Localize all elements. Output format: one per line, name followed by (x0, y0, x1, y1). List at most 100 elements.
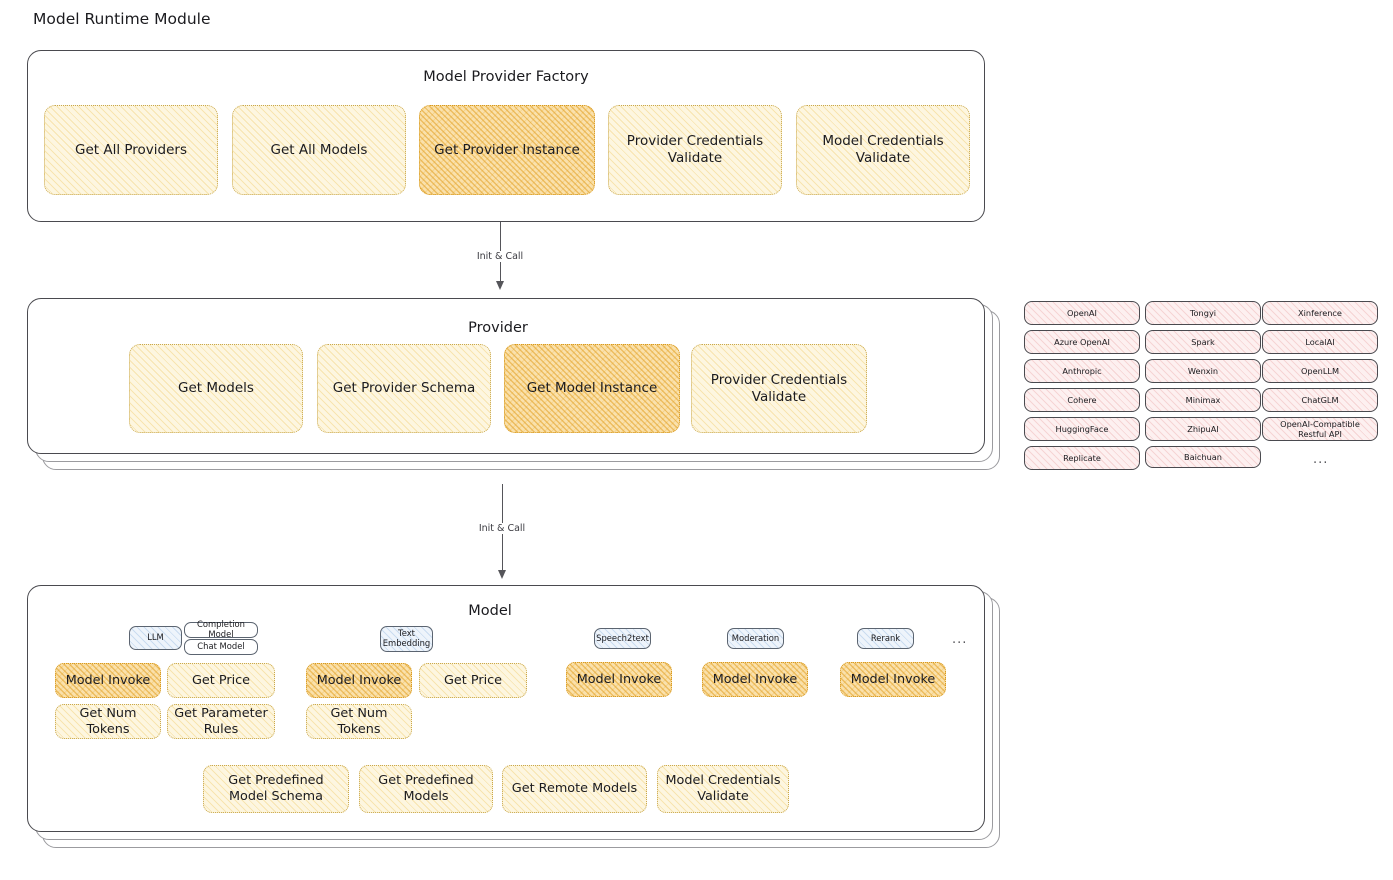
provider-chip-baichuan[interactable]: Baichuan (1145, 446, 1261, 468)
model-box-label: Model Invoke (576, 671, 662, 687)
speech2text-box-model-invoke[interactable]: Model Invoke (566, 662, 672, 697)
model-type-badge-speech2text[interactable]: Speech2text (594, 628, 651, 649)
factory-box-label: Get Provider Instance (434, 141, 580, 158)
model-box-label: Get Predefined Model Schema (228, 773, 324, 804)
provider-chip-label: Cohere (1067, 394, 1097, 405)
model-common-box-get-remote-models[interactable]: Get Remote Models (502, 765, 647, 813)
provider-chip-chatglm[interactable]: ChatGLM (1262, 388, 1378, 412)
provider-box-get-provider-schema[interactable]: Get Provider Schema (317, 344, 491, 433)
model-box-label: Model Invoke (850, 671, 936, 687)
provider-chip-label: Azure OpenAI (1054, 336, 1110, 347)
provider-chip-minimax[interactable]: Minimax (1145, 388, 1261, 412)
model-common-box-get-predefined-models[interactable]: Get Predefined Models (359, 765, 493, 813)
text-embedding-box-model-invoke[interactable]: Model Invoke (306, 663, 412, 698)
arrow-provider-to-model-label: Init & Call (474, 523, 530, 534)
provider-chip-spark[interactable]: Spark (1145, 330, 1261, 354)
model-box-label: Get Price (443, 672, 503, 688)
provider-list-more: ... (1313, 452, 1329, 467)
model-box-label: Get Price (191, 672, 251, 688)
model-common-box-model-credentials-validate[interactable]: Model Credentials Validate (657, 765, 789, 813)
model-type-badge-llm[interactable]: LLM (129, 626, 182, 650)
factory-box-label: Provider Credentials Validate (626, 133, 764, 166)
provider-chip-openllm[interactable]: OpenLLM (1262, 359, 1378, 383)
factory-box-get-provider-instance[interactable]: Get Provider Instance (419, 105, 595, 195)
provider-box-get-models[interactable]: Get Models (129, 344, 303, 433)
llm-box-get-parameter-rules[interactable]: Get Parameter Rules (167, 704, 275, 739)
provider-chip-label: Baichuan (1184, 451, 1222, 462)
arrow-factory-to-provider-label: Init & Call (472, 251, 528, 262)
provider-chip-label: ChatGLM (1301, 394, 1339, 405)
provider-box-label: Get Provider Schema (332, 380, 476, 397)
provider-chip-label: Spark (1191, 336, 1215, 347)
factory-box-label: Model Credentials Validate (822, 133, 944, 166)
model-subtype-badge-chat-model[interactable]: Chat Model (184, 639, 258, 655)
arrow-provider-to-model-head (498, 570, 506, 579)
provider-chip-zhipuai[interactable]: ZhipuAI (1145, 417, 1261, 441)
model-box-label: Get Parameter Rules (174, 705, 268, 737)
provider-box-provider-credentials-validate[interactable]: Provider Credentials Validate (691, 344, 867, 433)
model-box-label: Get Predefined Models (378, 773, 474, 804)
model-provider-factory-title: Model Provider Factory (423, 69, 589, 85)
provider-title: Provider (468, 320, 528, 336)
provider-chip-anthropic[interactable]: Anthropic (1024, 359, 1140, 383)
text-embedding-box-get-num-tokens[interactable]: Get Num Tokens (306, 704, 412, 739)
model-common-box-get-predefined-model-schema[interactable]: Get Predefined Model Schema (203, 765, 349, 813)
llm-box-get-price[interactable]: Get Price (167, 663, 275, 698)
provider-chip-label: OpenAI (1067, 307, 1097, 318)
model-type-badge-text-embedding[interactable]: Text Embedding (380, 626, 433, 652)
moderation-box-model-invoke[interactable]: Model Invoke (702, 662, 808, 697)
factory-box-label: Get All Models (270, 141, 368, 158)
provider-chip-label: Wenxin (1187, 365, 1219, 376)
provider-chip-wenxin[interactable]: Wenxin (1145, 359, 1261, 383)
factory-box-get-all-providers[interactable]: Get All Providers (44, 105, 218, 195)
provider-chip-label: Minimax (1185, 394, 1221, 405)
factory-box-label: Get All Providers (75, 141, 187, 158)
llm-box-get-num-tokens[interactable]: Get Num Tokens (55, 704, 161, 739)
rerank-box-model-invoke[interactable]: Model Invoke (840, 662, 946, 697)
llm-box-model-invoke[interactable]: Model Invoke (55, 663, 161, 698)
model-box-label: Model Invoke (712, 671, 798, 687)
provider-chip-openai[interactable]: OpenAI (1024, 301, 1140, 325)
model-type-label: Text Embedding (382, 628, 431, 648)
arrow-factory-to-provider-head (496, 281, 504, 290)
provider-box-label: Get Models (178, 380, 254, 397)
provider-chip-label: Replicate (1063, 452, 1101, 463)
model-type-label: LLM (147, 632, 164, 643)
provider-chip-localai[interactable]: LocalAI (1262, 330, 1378, 354)
model-type-badge-moderation[interactable]: Moderation (727, 628, 784, 649)
model-subtype-label: Chat Model (197, 641, 245, 652)
model-type-label: Speech2text (596, 632, 649, 643)
model-subtype-badge-completion-model[interactable]: Completion Model (184, 619, 258, 639)
provider-chip-tongyi[interactable]: Tongyi (1145, 301, 1261, 325)
provider-chip-replicate[interactable]: Replicate (1024, 446, 1140, 470)
provider-chip-label: HuggingFace (1055, 423, 1109, 434)
model-box-label: Get Remote Models (511, 781, 638, 796)
provider-chip-xinference[interactable]: Xinference (1262, 301, 1378, 325)
model-box-label: Model Credentials Validate (665, 773, 781, 804)
provider-chip-label: OpenAI-Compatible Restful API (1280, 418, 1360, 439)
provider-chip-cohere[interactable]: Cohere (1024, 388, 1140, 412)
model-type-badge-rerank[interactable]: Rerank (857, 628, 914, 649)
provider-chip-huggingface[interactable]: HuggingFace (1024, 417, 1140, 441)
factory-box-get-all-models[interactable]: Get All Models (232, 105, 406, 195)
text-embedding-box-get-price[interactable]: Get Price (419, 663, 527, 698)
provider-box-label: Get Model Instance (526, 380, 658, 397)
factory-box-model-credentials-validate[interactable]: Model Credentials Validate (796, 105, 970, 195)
page-title: Model Runtime Module (33, 10, 211, 28)
provider-chip-openai-compatible-restful-api[interactable]: OpenAI-Compatible Restful API (1262, 417, 1378, 441)
provider-chip-azure-openai[interactable]: Azure OpenAI (1024, 330, 1140, 354)
provider-chip-label: Anthropic (1062, 365, 1102, 376)
provider-box-label: Provider Credentials Validate (710, 371, 848, 405)
model-type-label: Rerank (870, 632, 901, 643)
factory-box-provider-credentials-validate[interactable]: Provider Credentials Validate (608, 105, 782, 195)
model-subtype-label: Completion Model (197, 619, 245, 639)
model-title: Model (468, 603, 512, 619)
model-box-label: Model Invoke (316, 672, 402, 688)
model-types-more: ... (952, 632, 968, 647)
model-box-label: Get Num Tokens (330, 705, 388, 737)
model-type-label: Moderation (731, 632, 780, 643)
provider-box-get-model-instance[interactable]: Get Model Instance (504, 344, 680, 433)
provider-chip-label: Xinference (1298, 307, 1342, 318)
provider-chip-label: LocalAI (1305, 336, 1335, 347)
provider-chip-label: OpenLLM (1300, 365, 1340, 376)
